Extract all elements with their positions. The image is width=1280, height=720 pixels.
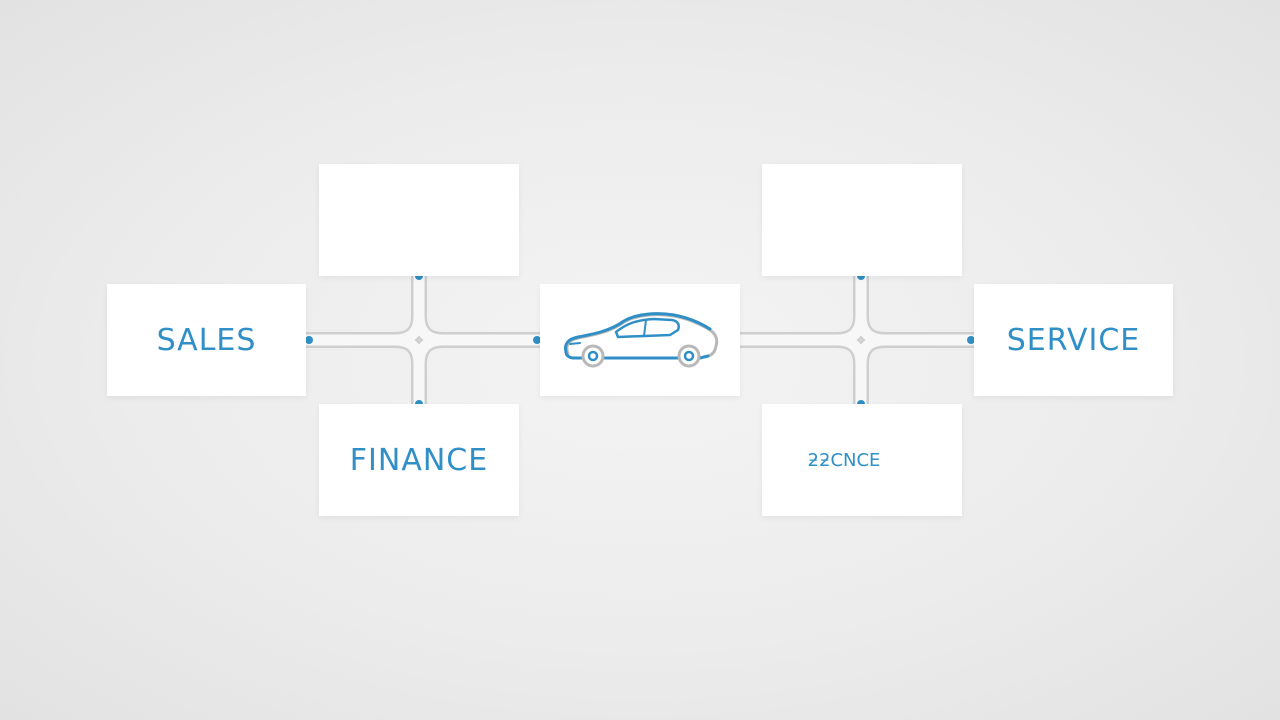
sales-label: SALES xyxy=(156,322,257,358)
bottom-right-label: ƻƻCNCE xyxy=(807,449,881,471)
connector-dot xyxy=(305,336,313,344)
top-right-card xyxy=(762,164,962,276)
connector-dot xyxy=(533,336,541,344)
bottom-right-card: ƻƻCNCE xyxy=(762,404,962,516)
car-icon xyxy=(564,312,719,368)
service-card: SERVICE xyxy=(974,284,1173,396)
finance-label: FINANCE xyxy=(349,442,489,478)
car-card xyxy=(540,284,740,396)
finance-card: FINANCE xyxy=(319,404,519,516)
connector-dot xyxy=(967,336,975,344)
service-label: SERVICE xyxy=(1006,322,1141,358)
top-left-card xyxy=(319,164,519,276)
sales-card: SALES xyxy=(107,284,306,396)
